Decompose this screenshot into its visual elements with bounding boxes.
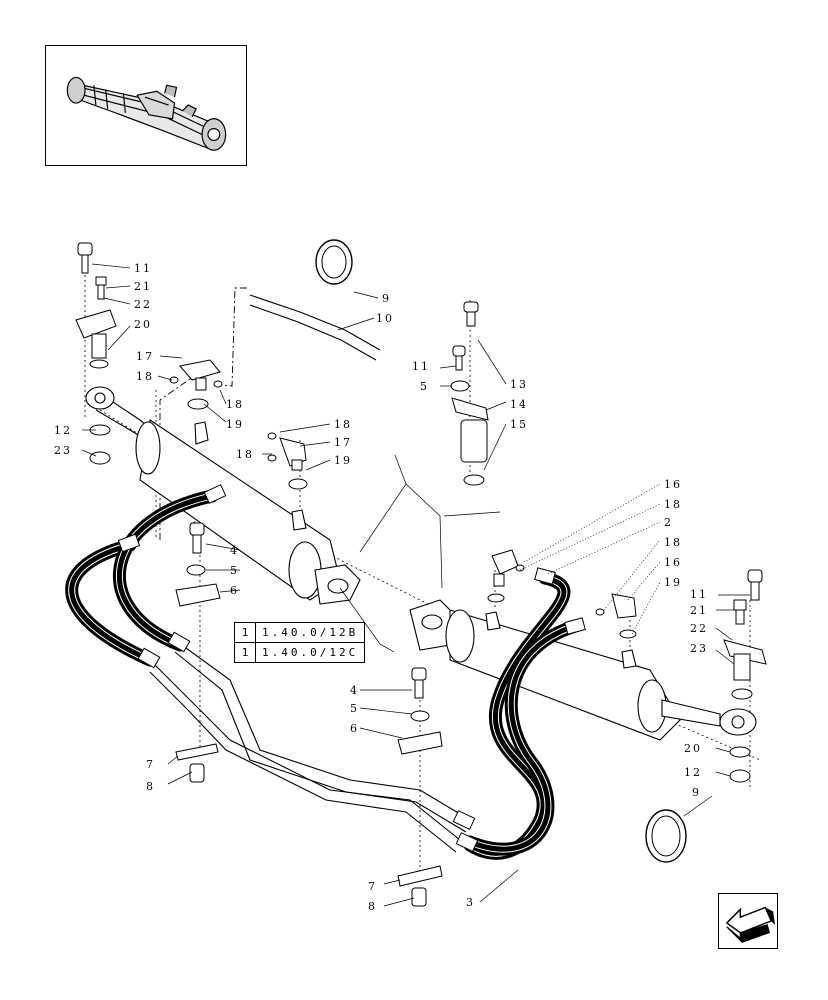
rigid-pipes — [149, 294, 471, 853]
callout-23: 23 — [690, 642, 708, 655]
callout-20: 20 — [684, 742, 702, 755]
callout-22: 22 — [690, 622, 708, 635]
previous-page-button[interactable] — [718, 893, 778, 949]
callout-23: 23 — [54, 444, 72, 457]
previous-page-arrow-icon — [725, 906, 775, 943]
reference-row[interactable]: 1 1.40.0/12C — [234, 642, 366, 663]
callout-4: 4 — [230, 544, 239, 557]
callout-18: 18 — [664, 536, 682, 549]
steering-cylinder-left — [85, 386, 361, 605]
reference-table: 1 1.40.0/12B 1 1.40.0/12C — [234, 622, 366, 663]
callout-15: 15 — [510, 418, 528, 431]
callout-11: 11 — [690, 588, 708, 601]
callout-16: 16 — [664, 478, 682, 491]
callout-5: 5 — [230, 564, 239, 577]
callout-11: 11 — [412, 360, 430, 373]
callout-4: 4 — [350, 684, 359, 697]
callout-8: 8 — [146, 780, 155, 793]
reference-link[interactable]: 1.40.0/12B — [254, 622, 366, 643]
callout-6: 6 — [350, 722, 359, 735]
callout-20: 20 — [134, 318, 152, 331]
callout-21: 21 — [134, 280, 152, 293]
callout-19: 19 — [226, 418, 244, 431]
reference-link[interactable]: 1.40.0/12C — [254, 642, 366, 663]
callout-8: 8 — [368, 900, 377, 913]
callout-13: 13 — [510, 378, 528, 391]
callout-9: 9 — [382, 292, 391, 305]
callout-10: 10 — [376, 312, 394, 325]
callout-3: 3 — [466, 896, 475, 909]
center-lines — [84, 260, 761, 880]
flexible-hoses — [65, 489, 582, 860]
callout-14: 14 — [510, 398, 528, 411]
callout-12: 12 — [54, 424, 72, 437]
callout-18: 18 — [664, 498, 682, 511]
bolts-and-washers — [75, 239, 767, 907]
assembly-thumbnail — [45, 45, 247, 166]
callout-7: 7 — [368, 880, 377, 893]
callout-19: 19 — [664, 576, 682, 589]
callout-5: 5 — [350, 702, 359, 715]
callout-18: 18 — [136, 370, 154, 383]
callout-6: 6 — [230, 584, 239, 597]
leader-lines — [81, 263, 750, 907]
callout-18: 18 — [236, 448, 254, 461]
callout-16: 16 — [664, 556, 682, 569]
callout-12: 12 — [684, 766, 702, 779]
reference-qty: 1 — [234, 642, 256, 663]
callout-19: 19 — [334, 454, 352, 467]
callout-5: 5 — [420, 380, 429, 393]
callout-labels: 11 21 22 20 17 18 18 19 12 23 9 10 11 5 … — [54, 262, 708, 913]
callout-17: 17 — [136, 350, 154, 363]
reference-qty: 1 — [234, 622, 256, 643]
callout-22: 22 — [134, 298, 152, 311]
callout-11: 11 — [134, 262, 152, 275]
callout-18: 18 — [226, 398, 244, 411]
callout-9: 9 — [692, 786, 701, 799]
callout-7: 7 — [146, 758, 155, 771]
callout-17: 17 — [334, 436, 352, 449]
front-axle-icon — [66, 76, 227, 151]
callout-18: 18 — [334, 418, 352, 431]
steering-cylinder-right — [409, 599, 757, 741]
reference-row[interactable]: 1 1.40.0/12B — [234, 622, 366, 643]
hose-fittings — [117, 484, 586, 852]
callout-2: 2 — [664, 516, 673, 529]
callout-21: 21 — [690, 604, 708, 617]
